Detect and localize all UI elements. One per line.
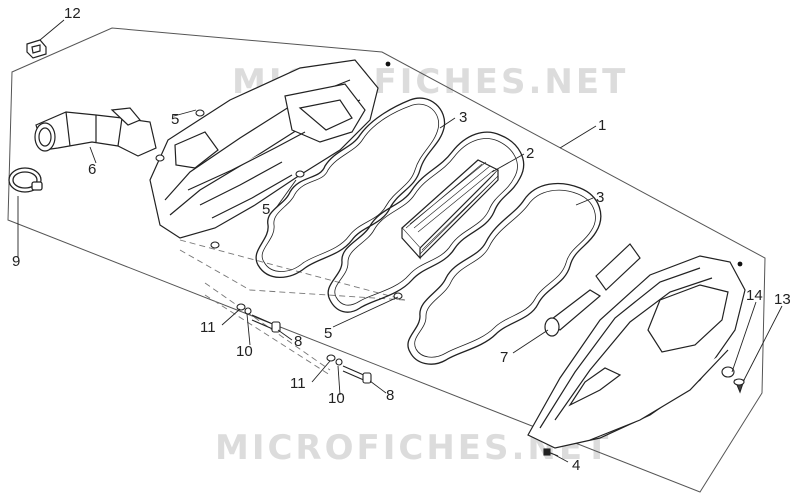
callout-11-lower: 11 — [290, 375, 306, 392]
callout-3-right: 3 — [596, 189, 604, 206]
left-housing-part — [149, 59, 379, 239]
callout-5-bottom: 5 — [324, 325, 332, 342]
callout-11-upper: 11 — [200, 319, 216, 336]
air-filter-part — [401, 159, 500, 260]
callout-14: 14 — [746, 287, 763, 304]
callout-8-upper: 8 — [294, 333, 302, 350]
hose-clamp-part — [8, 167, 43, 193]
filter-seal-part — [327, 131, 525, 313]
intake-duct-part — [34, 107, 157, 157]
gasket-left-inner — [261, 103, 440, 272]
callout-9: 9 — [12, 253, 20, 270]
gasket-left-part — [255, 97, 446, 279]
bolt-set-lower — [326, 354, 372, 384]
callout-6: 6 — [88, 161, 96, 178]
right-cover-part — [527, 255, 746, 449]
callout-labels: 1 2 3 3 4 5 5 5 6 7 8 8 9 10 10 11 11 12… — [12, 5, 791, 474]
callout-2: 2 — [526, 145, 534, 162]
filter-seal-inner — [334, 138, 518, 306]
callout-5-middle: 5 — [262, 201, 270, 218]
gasket-right-part — [407, 182, 602, 365]
small-duct-part — [544, 243, 641, 337]
gasket-right-inner — [414, 189, 596, 358]
clip-part — [26, 39, 47, 59]
alignment-guides — [179, 239, 406, 376]
callout-1: 1 — [598, 117, 606, 134]
callout-10-upper: 10 — [236, 343, 253, 360]
fastener-13-part — [721, 366, 745, 394]
grommets — [155, 109, 403, 300]
callout-7: 7 — [500, 349, 508, 366]
screw-part — [543, 448, 559, 457]
ref-dot-top — [385, 61, 391, 67]
callout-12: 12 — [64, 5, 81, 22]
bolt-set-upper — [236, 303, 281, 333]
ref-dot-right — [737, 261, 743, 267]
callout-3-left: 3 — [459, 109, 467, 126]
callout-8-lower: 8 — [386, 387, 394, 404]
leader-lines — [17, 19, 783, 463]
callout-10-lower: 10 — [328, 390, 345, 407]
callout-5-top: 5 — [171, 111, 179, 128]
callout-4: 4 — [572, 457, 580, 474]
assembly-outline — [7, 27, 766, 493]
callout-13: 13 — [774, 291, 791, 308]
